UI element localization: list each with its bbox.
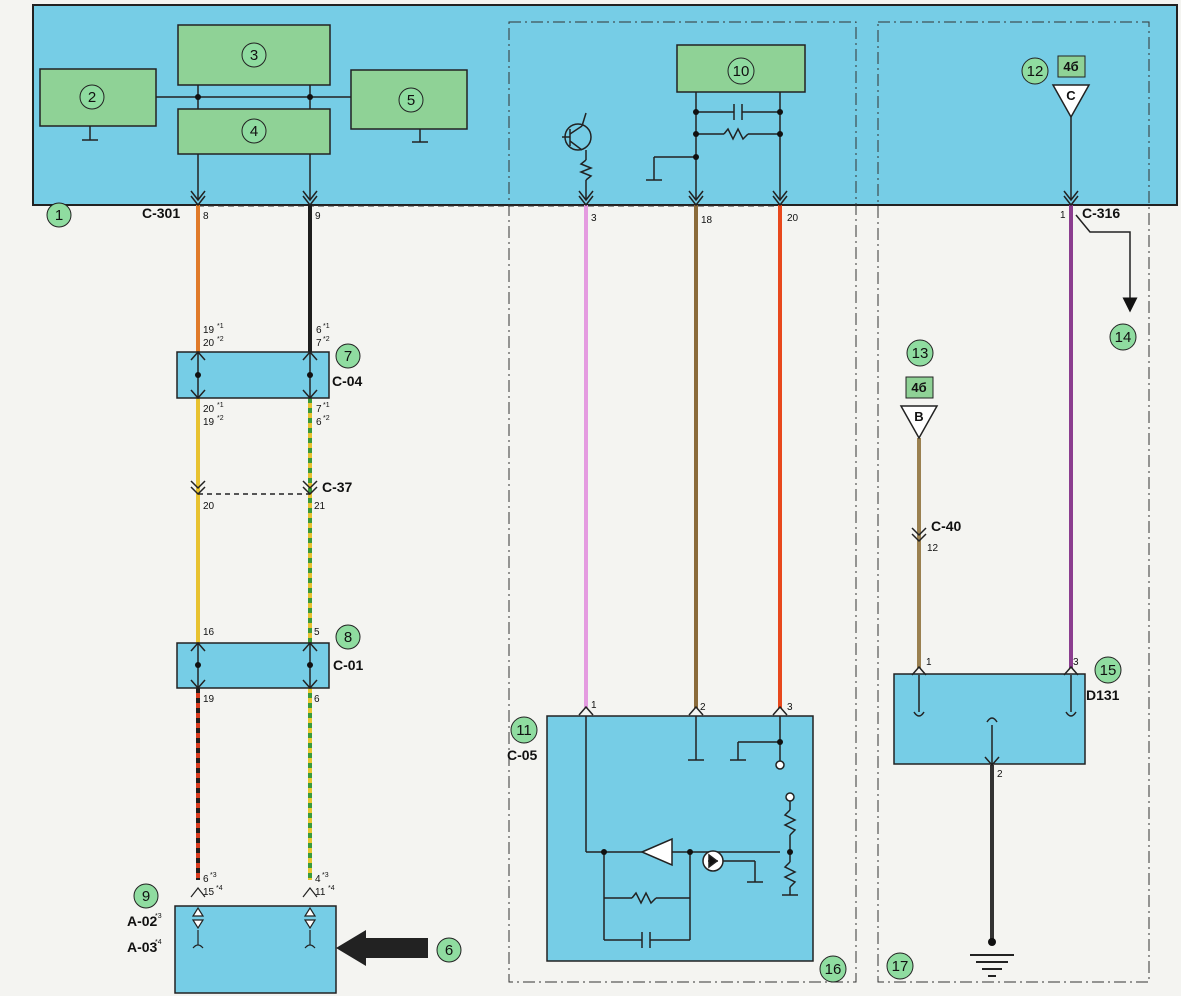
pin: 7 <box>316 404 322 415</box>
tag-4b-c-text: 4б <box>1063 59 1078 74</box>
marker-4: 4 <box>250 123 258 140</box>
label-c301: C-301 <box>142 205 180 221</box>
pin: 4 <box>315 874 321 885</box>
pin: 12 <box>927 543 939 554</box>
marker-5: 5 <box>407 92 415 109</box>
pin: 1 <box>591 700 597 711</box>
triangle-b-text: B <box>914 409 923 424</box>
c301-chevrons <box>190 190 1079 207</box>
group-frame-16 <box>508 21 857 983</box>
marker-2: 2 <box>88 89 96 106</box>
pin: 16 <box>203 627 215 638</box>
marker-3: 3 <box>250 47 258 64</box>
pin: 18 <box>701 215 713 226</box>
pin: 20 <box>203 338 215 349</box>
label-c316: C-316 <box>1082 205 1120 221</box>
pin-sup: *1 <box>217 323 224 330</box>
pin: 15 <box>203 887 215 898</box>
pin: 21 <box>314 501 326 512</box>
pin: 19 <box>203 694 215 705</box>
wires <box>196 205 1073 942</box>
marker-12: 12 <box>1027 63 1044 80</box>
pin: 3 <box>787 702 793 713</box>
ground-icon <box>970 954 1014 977</box>
pin: 9 <box>315 211 321 222</box>
pin: 8 <box>203 211 209 222</box>
label-a02-sup: *3 <box>155 913 162 920</box>
tag-4b-b-text: 4б <box>911 380 926 395</box>
marker-6: 6 <box>445 942 453 959</box>
marker-16: 16 <box>825 961 842 978</box>
pin-sup: *1 <box>323 402 330 409</box>
pointer-arrow-6 <box>336 930 428 966</box>
pin-sup: *3 <box>210 872 217 879</box>
component-a02-a03 <box>174 905 337 994</box>
label-c40: C-40 <box>931 518 962 534</box>
pin: 2 <box>997 769 1003 780</box>
marker-1: 1 <box>55 207 63 224</box>
marker-13: 13 <box>912 345 929 362</box>
tag-4b-b <box>905 376 934 399</box>
pin: 6 <box>316 417 322 428</box>
marker-8: 8 <box>344 629 352 646</box>
marker-11: 11 <box>516 722 532 739</box>
pin: 20 <box>203 501 215 512</box>
pin-sup: *1 <box>217 402 224 409</box>
label-c01: C-01 <box>333 657 364 673</box>
pin: 5 <box>314 627 320 638</box>
pin: 6 <box>316 325 322 336</box>
marker-17: 17 <box>892 958 909 975</box>
label-a03-sup: *4 <box>155 939 162 946</box>
markers: 1 2 3 4 5 6 7 8 9 10 11 12 13 14 15 16 1… <box>46 42 1137 983</box>
branch-14 <box>1075 214 1138 313</box>
label-c04: C-04 <box>332 373 363 389</box>
pin: 3 <box>591 213 597 224</box>
pin: 6 <box>314 694 320 705</box>
connector-c37 <box>190 480 318 496</box>
marker-15: 15 <box>1100 662 1117 679</box>
group-frame-17 <box>877 21 1150 983</box>
pin: 1 <box>926 657 932 668</box>
label-a02: A-02 <box>127 913 158 929</box>
pin-sup: *1 <box>323 323 330 330</box>
pin-sup: *4 <box>328 885 335 892</box>
pin-sup: *2 <box>217 336 224 343</box>
label-c37: C-37 <box>322 479 353 495</box>
pin-sup: *2 <box>323 415 330 422</box>
pin: 11 <box>315 887 326 898</box>
pin: 7 <box>316 338 322 349</box>
pin: 20 <box>203 404 215 415</box>
pin: 3 <box>1073 657 1079 668</box>
pin: 6 <box>203 874 209 885</box>
transistor-icon <box>562 112 594 200</box>
tag-4b-c <box>1057 55 1086 78</box>
marker-14: 14 <box>1115 329 1132 346</box>
triangle-b <box>899 405 939 440</box>
pin-sup: *2 <box>217 415 224 422</box>
marker-7: 7 <box>344 348 352 365</box>
label-c05: C-05 <box>507 747 538 763</box>
pin-sup: *2 <box>323 336 330 343</box>
label-d131: D131 <box>1086 687 1120 703</box>
pin: 1 <box>1060 210 1066 221</box>
pin-sup: *3 <box>322 872 329 879</box>
pin-sup: *4 <box>216 885 223 892</box>
label-a03: A-03 <box>127 939 158 955</box>
marker-10: 10 <box>733 63 750 80</box>
pin: 19 <box>203 417 215 428</box>
component-c05 <box>546 715 814 962</box>
pin: 20 <box>787 213 799 224</box>
triangle-c <box>1051 84 1091 119</box>
pin: 19 <box>203 325 215 336</box>
pin: 2 <box>700 702 706 713</box>
marker-9: 9 <box>142 888 150 905</box>
triangle-c-text: C <box>1066 88 1076 103</box>
component-d131 <box>893 673 1086 765</box>
